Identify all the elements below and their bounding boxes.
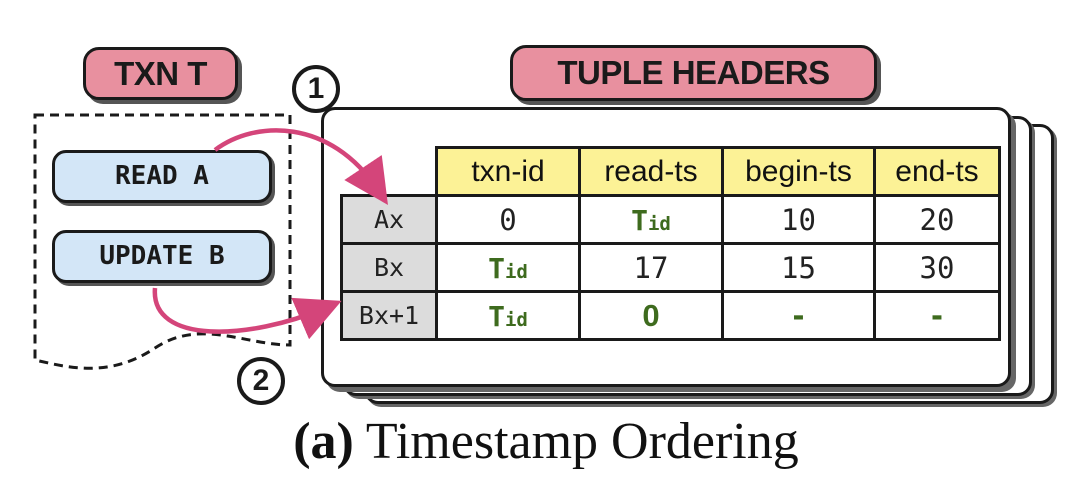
row-header: Ax [340,194,438,245]
caption-prefix: (a) [293,413,354,470]
table-cell: 0 [578,290,724,341]
column-header-begin-ts: begin-ts [721,146,876,197]
txn-label: TXN T [83,47,238,100]
cell-value: - [789,298,808,333]
cell-value: - [928,298,946,333]
tid-subscript: id [504,308,528,331]
step-1-marker: 1 [292,65,340,113]
table-cell: 30 [873,242,1001,293]
table-cell: 10 [721,194,876,245]
table-row: Bx+1 Tid 0 - - [340,290,1001,341]
table-cell: 0 [435,194,581,245]
column-header-read-ts: read-ts [578,146,724,197]
table-cell: 20 [873,194,1001,245]
table-cell: - [721,290,876,341]
cell-value: 20 [919,202,955,237]
step-2-marker: 2 [237,357,285,405]
table-cell: 15 [721,242,876,293]
tuple-headers-label: TUPLE HEADERS [510,45,877,101]
table-cell: Tid [435,290,581,341]
cell-value: 30 [919,250,955,285]
tid-value: Tid [488,251,528,285]
cell-value: 15 [781,250,816,285]
table-cell: 17 [578,242,724,293]
caption-text: Timestamp Ordering [365,413,799,470]
tid-subscript: id [504,260,528,283]
table-cell: Tid [578,194,724,245]
table-cell: - [873,290,1001,341]
column-header-txn-id: txn-id [435,146,581,197]
arrow-step-2 [152,287,342,340]
tid-value: Tid [631,203,671,237]
table-row: Ax 0 Tid 10 20 [340,194,1001,245]
update-b-operation: UPDATE B [52,230,272,283]
cell-value: 0 [499,202,517,237]
row-header: Bx [340,242,438,293]
cell-value: 10 [781,202,816,237]
table-cell: Tid [435,242,581,293]
column-header-end-ts: end-ts [873,146,1001,197]
cell-value: 17 [633,250,669,285]
table-row: Bx Tid 17 15 30 [340,242,1001,293]
row-header: Bx+1 [340,290,438,341]
cell-value: 0 [642,297,660,333]
arrow-step-1 [213,128,388,205]
figure-caption: (a) Timestamp Ordering [0,412,1092,471]
tid-value: Tid [488,299,528,333]
tid-subscript: id [647,212,671,235]
read-a-operation: READ A [52,150,272,203]
